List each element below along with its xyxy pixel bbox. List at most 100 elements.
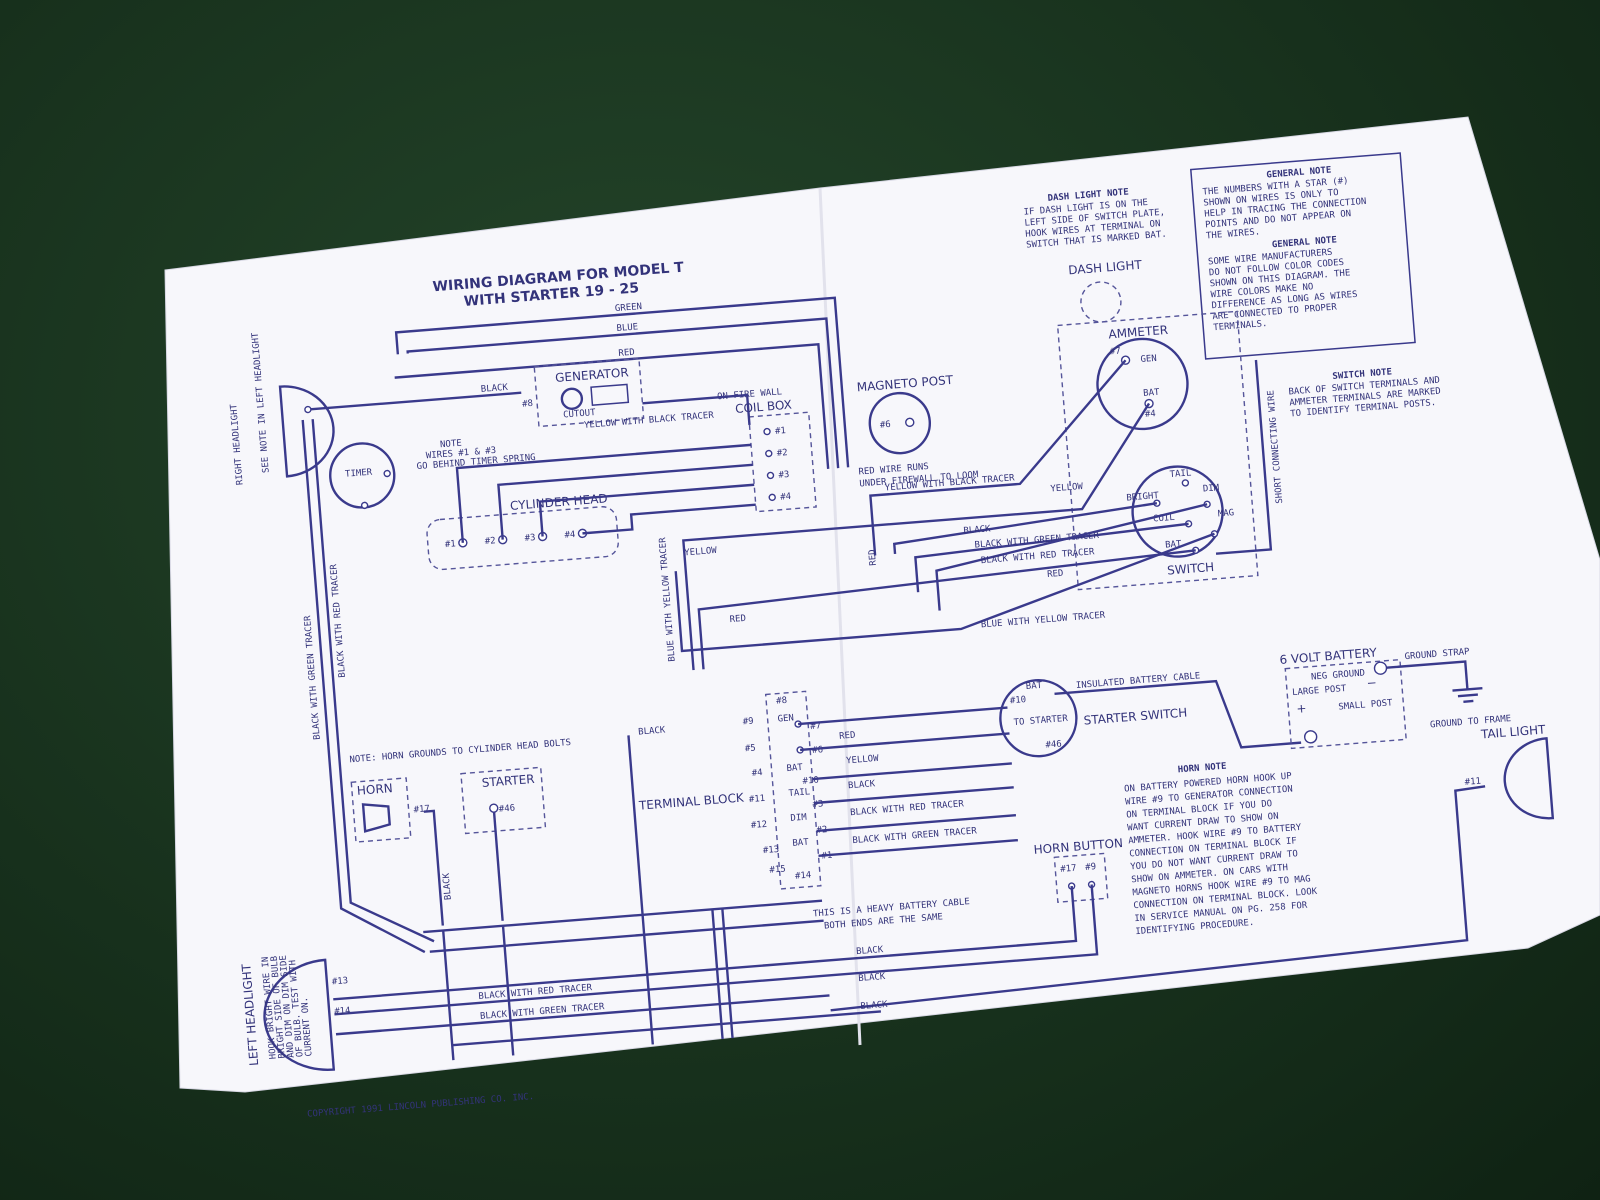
timer-label: TIMER	[345, 468, 373, 480]
battery-large-post: LARGE POST	[1292, 684, 1347, 698]
switch-mag-label: MAG	[1218, 508, 1235, 519]
switch-note-head: SWITCH NOTE	[1332, 367, 1392, 382]
generator-symbol	[560, 387, 584, 410]
wire-tb-red	[800, 732, 1010, 752]
horn-button-box	[1053, 852, 1109, 903]
starter-switch-circle	[999, 678, 1078, 758]
tb-label-red: RED	[839, 731, 856, 742]
generator-label: GENERATOR	[555, 365, 630, 385]
cutout-label: CUTOUT	[563, 408, 597, 421]
svg-text:#2: #2	[484, 536, 496, 547]
left-headlight-terminal-14: #14	[334, 1006, 351, 1017]
wire-tail-light	[830, 785, 1486, 1012]
cylinder-head-box	[426, 506, 619, 571]
battery-plus: +	[1296, 701, 1307, 716]
battery-minus: −	[1366, 676, 1377, 691]
svg-text:BAT: BAT	[792, 838, 810, 849]
wire-label-black-bus-3: BLACK	[860, 1000, 888, 1012]
wire-horn	[423, 809, 445, 926]
wire-black-red-switch	[935, 503, 1208, 611]
wire-label-red-3: RED	[729, 614, 746, 625]
svg-text:BAT: BAT	[786, 763, 804, 774]
wire-label-black-bus-2: BLACK	[858, 972, 886, 984]
generator-terminal-label: #8	[522, 399, 534, 410]
wire-label-yellow-1: YELLOW	[1050, 482, 1084, 495]
timer-terminal-3	[383, 469, 391, 478]
horn-box	[350, 777, 412, 843]
wire-plug-1	[455, 443, 752, 543]
horn-label: HORN	[356, 781, 393, 798]
ammeter-gen-label: GEN	[1140, 354, 1157, 365]
wire-label-black-horn: BLACK	[442, 872, 454, 900]
svg-text:#8: #8	[776, 696, 788, 707]
svg-text:GEN: GEN	[777, 713, 794, 724]
svg-text:#3: #3	[778, 470, 790, 481]
tail-light-shape	[1503, 737, 1555, 820]
left-headlight-terminal-13: #13	[332, 976, 349, 987]
wire-yellow	[682, 402, 1151, 671]
svg-text:#10: #10	[802, 776, 819, 787]
starter-terminal-46: #46	[499, 804, 516, 815]
timer-note-head: NOTE	[440, 439, 462, 451]
bus-bottom-2	[429, 919, 824, 953]
svg-text:#14: #14	[795, 870, 812, 881]
right-headlight-terminal	[304, 405, 312, 414]
switch-tail-label: TAIL	[1169, 468, 1191, 480]
svg-text:TAIL: TAIL	[788, 787, 810, 799]
switch-tail-terminal	[1181, 479, 1190, 487]
wire-tb-black	[814, 786, 1014, 805]
svg-text:DIM: DIM	[790, 813, 808, 824]
svg-text:#13: #13	[763, 845, 780, 856]
loom-left-1	[301, 419, 426, 954]
wire-plug-2	[497, 463, 753, 540]
svg-text:#7: #7	[810, 721, 822, 732]
wire-label-yellow-2: YELLOW	[684, 546, 718, 559]
starter-label: STARTER	[481, 772, 535, 790]
wire-blue-yellow	[674, 532, 1215, 653]
ammeter-label: AMMETER	[1108, 323, 1169, 342]
ammeter-terminal-7: #7	[1110, 347, 1122, 358]
horn-note-body: ON BATTERY POWERED HORN HOOK UP WIRE #9 …	[1124, 771, 1318, 937]
svg-text:#1: #1	[445, 539, 457, 550]
horn-icon	[361, 803, 391, 833]
wire-tb-gen	[798, 706, 1008, 726]
general-note-box	[1189, 152, 1416, 360]
starter-switch-terminal-10: #10	[1010, 695, 1027, 706]
svg-text:#4: #4	[751, 768, 763, 779]
svg-text:#1: #1	[775, 426, 787, 437]
copyright-text: COPYRIGHT 1991 LINCOLN PUBLISHING CO. IN…	[307, 1092, 535, 1120]
cutout-box	[590, 383, 630, 406]
horn-button-label: HORN BUTTON	[1033, 836, 1123, 857]
starter-box	[460, 766, 547, 835]
svg-text:#15: #15	[769, 864, 786, 875]
timer-terminal-1	[360, 501, 369, 510]
tail-light-label: TAIL LIGHT	[1479, 722, 1546, 741]
bus-bottom-1	[423, 899, 823, 934]
starter-switch-terminal-46: #46	[1045, 739, 1062, 750]
wire-plug-3	[538, 483, 755, 537]
horn-button-terminal-9: #9	[1085, 862, 1097, 873]
wire-starter	[492, 812, 504, 921]
svg-text:#3: #3	[812, 799, 824, 810]
wire-plug-4	[582, 503, 756, 535]
wire-tb-black-green	[818, 838, 1018, 858]
svg-text:#4: #4	[564, 530, 576, 541]
starter-switch-bat: BAT	[1026, 681, 1044, 692]
battery-box	[1284, 658, 1407, 750]
wire-tb-yellow	[812, 762, 1012, 781]
svg-text:CURRENT ON.: CURRENT ON.	[300, 997, 315, 1057]
wire-label-black-bus-1: BLACK	[856, 945, 884, 957]
ammeter-terminal-4: #4	[1145, 409, 1157, 420]
right-headlight-shape	[278, 385, 335, 478]
tail-light-terminal: #11	[1464, 777, 1481, 788]
generator-box	[533, 357, 645, 428]
wire-black-bottom	[452, 1010, 881, 1047]
svg-text:#11: #11	[749, 794, 766, 805]
wire-label-green: GREEN	[615, 302, 643, 314]
horn-button-terminal-17: #17	[1060, 864, 1077, 875]
wire-blue	[406, 317, 840, 469]
svg-text:#4: #4	[780, 492, 792, 503]
tb-label-black-left: BLACK	[638, 725, 666, 737]
insulated-battery-cable	[1054, 679, 1302, 749]
